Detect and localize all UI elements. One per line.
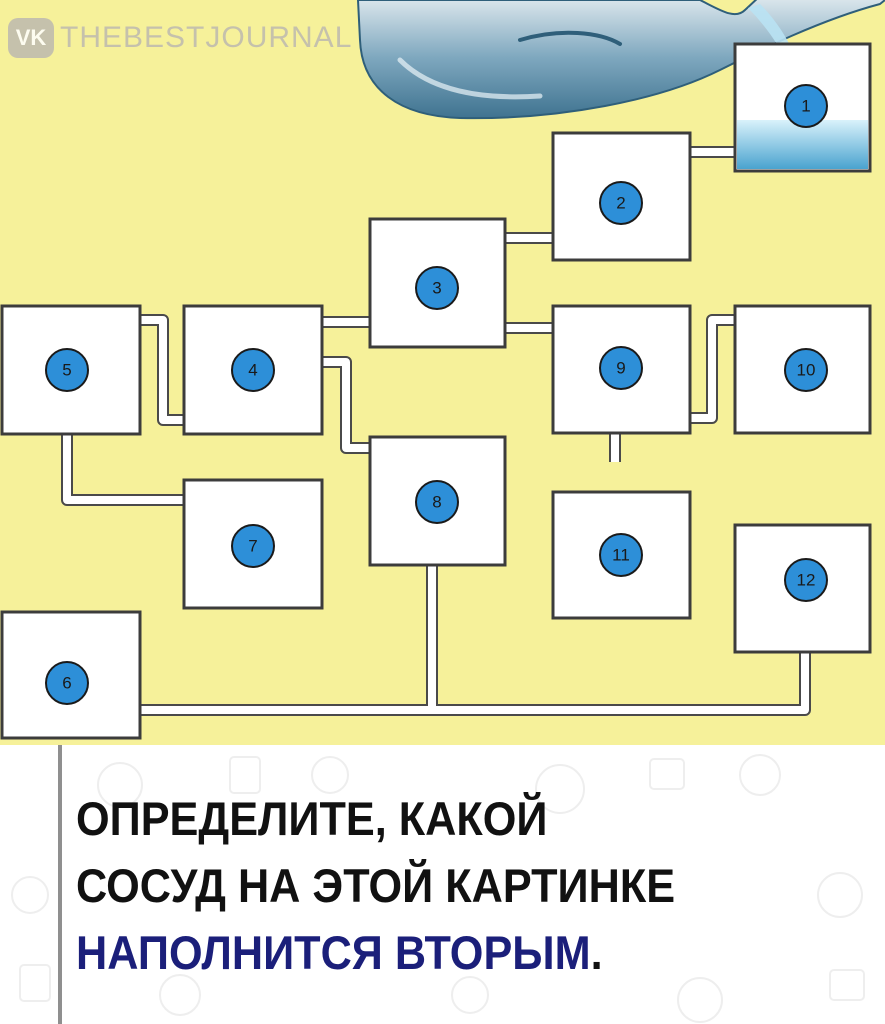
pipe-4-5 bbox=[140, 314, 184, 426]
vessel-7: 7 bbox=[182, 478, 324, 610]
vessel-label: 5 bbox=[62, 361, 71, 380]
vessel-label: 9 bbox=[616, 359, 625, 378]
vessel-label: 12 bbox=[797, 571, 816, 590]
vessels: 1 2 3 4 bbox=[0, 42, 872, 740]
pipe-4-8 bbox=[322, 356, 370, 454]
question-line-2: СОСУД НА ЭТОЙ КАРТИНКЕ bbox=[76, 859, 676, 912]
watermark: VK THEBESTJOURNAL bbox=[8, 18, 352, 58]
vessel-label: 3 bbox=[432, 279, 441, 298]
question-highlight: НАПОЛНИТСЯ ВТОРЫМ bbox=[76, 926, 591, 979]
vessel-6: 6 bbox=[0, 610, 142, 740]
caption-accent-bar bbox=[58, 745, 62, 1024]
water-fill bbox=[737, 120, 868, 169]
vessel-1: 1 bbox=[733, 42, 872, 173]
vessel-12: 12 bbox=[733, 523, 872, 654]
pipe-5-7 bbox=[61, 433, 184, 506]
vessel-5: 5 bbox=[0, 304, 142, 436]
question-period: . bbox=[590, 926, 603, 979]
vessel-label: 4 bbox=[248, 361, 257, 380]
question-line-1: ОПРЕДЕЛИТЕ, КАКОЙ bbox=[76, 792, 548, 845]
vessel-label: 2 bbox=[616, 194, 625, 213]
pipes bbox=[61, 146, 811, 716]
vessel-2: 2 bbox=[551, 131, 692, 262]
vk-icon: VK bbox=[8, 18, 54, 58]
water-jug bbox=[356, 0, 885, 120]
vessel-label: 10 bbox=[797, 361, 816, 380]
vessel-label: 7 bbox=[248, 537, 257, 556]
vessel-label: 1 bbox=[801, 97, 810, 116]
caption-panel: ОПРЕДЕЛИТЕ, КАКОЙ СОСУД НА ЭТОЙ КАРТИНКЕ… bbox=[0, 745, 885, 1024]
puzzle-illustration: 1 2 3 4 bbox=[0, 0, 885, 745]
vessel-label: 6 bbox=[62, 674, 71, 693]
vessel-3: 3 bbox=[368, 217, 507, 349]
vessel-8: 8 bbox=[368, 435, 507, 567]
vessel-diagram: 1 2 3 4 bbox=[0, 0, 885, 740]
vessel-11: 11 bbox=[551, 490, 692, 620]
watermark-text: THEBESTJOURNAL bbox=[60, 21, 353, 54]
vessel-10: 10 bbox=[733, 304, 872, 435]
pipe-6-8-12 bbox=[140, 565, 811, 716]
vessel-label: 8 bbox=[432, 493, 441, 512]
doodle-background bbox=[11, 754, 865, 1023]
vessel-4: 4 bbox=[182, 304, 324, 436]
pipe-9-10 bbox=[690, 314, 735, 424]
vessel-label: 11 bbox=[612, 546, 630, 565]
question-text: ОПРЕДЕЛИТЕ, КАКОЙ СОСУД НА ЭТОЙ КАРТИНКЕ… bbox=[76, 785, 675, 986]
question-line-3: НАПОЛНИТСЯ ВТОРЫМ. bbox=[76, 919, 675, 986]
vessel-9: 9 bbox=[551, 304, 692, 435]
